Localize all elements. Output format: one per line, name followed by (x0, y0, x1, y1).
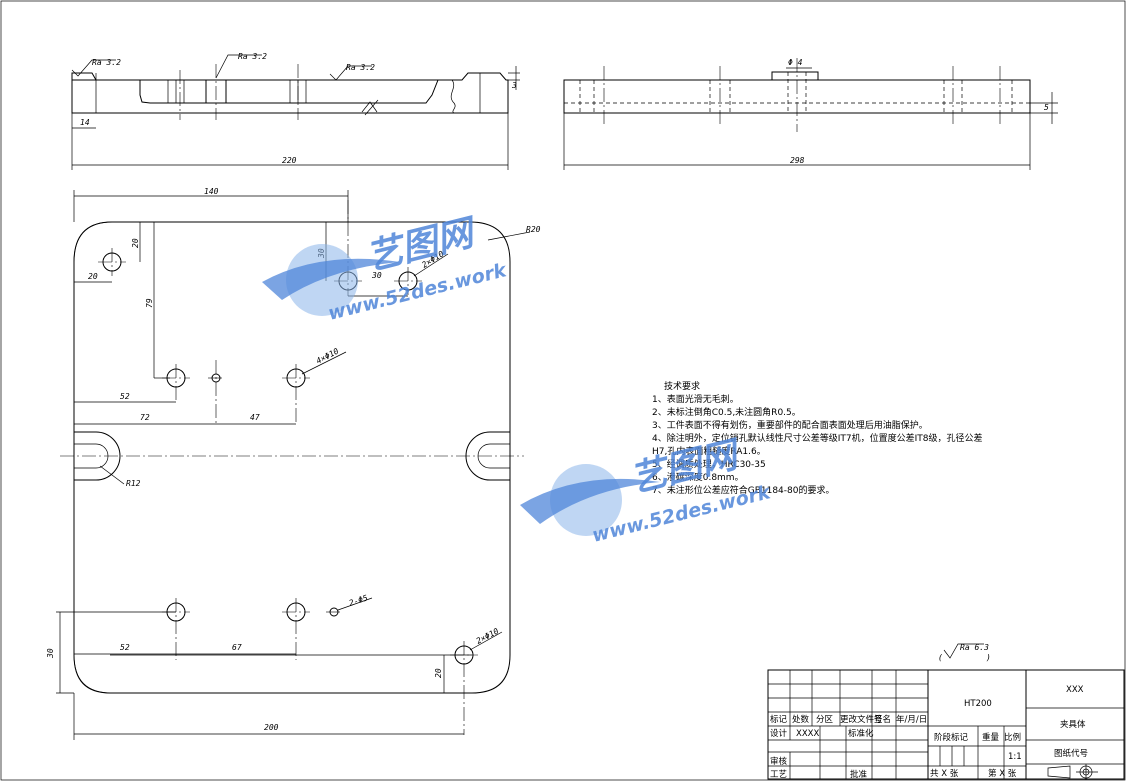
front-view: Ra 3.2 Ra 3.2 Ra 3.2 220 14 3 (71, 52, 520, 170)
dim-side-phi4: Φ 4 (788, 58, 803, 67)
callout-2x-phi10-bottom: 2×Φ10 (475, 626, 501, 645)
svg-text:阶段标记: 阶段标记 (934, 732, 969, 743)
note-1: 1、表面光滑无毛刺。 (652, 393, 739, 405)
dim-bottom-30: 30 (46, 648, 55, 659)
dim-top-30-horiz: 30 (371, 271, 382, 280)
svg-text:Ra 3.2: Ra 3.2 (346, 63, 375, 72)
svg-text:年/月/日: 年/月/日 (896, 714, 927, 725)
tb-part-name: 夹具体 (1060, 719, 1086, 730)
dim-side-298: 298 (790, 156, 805, 165)
tb-company: XXX (1066, 685, 1084, 695)
callout-4x-phi10: 4×Φ10 (315, 346, 341, 365)
hole-bottom-mid (282, 598, 310, 660)
callout-2-phi5: 2-Φ5 (348, 593, 369, 608)
svg-text:标记: 标记 (770, 714, 788, 725)
svg-text:工艺: 工艺 (770, 770, 787, 780)
svg-text:Ra 6.3: Ra 6.3 (960, 643, 989, 652)
dim-front-3: 3 (511, 81, 517, 90)
svg-text:): ) (986, 653, 991, 662)
dim-front-14: 14 (80, 118, 90, 127)
dim-bottom-200: 200 (264, 723, 279, 732)
side-view: Φ 4 298 5 (563, 58, 1058, 170)
svg-text:标准化: 标准化 (848, 728, 874, 739)
tb-material: HT200 (964, 699, 992, 709)
projection-symbol-icon (1047, 764, 1098, 780)
svg-text:设计: 设计 (770, 728, 788, 739)
dim-top-79: 79 (145, 298, 154, 308)
note-6: 6、渗碳深度0.8mm。 (652, 471, 744, 483)
dim-top-72: 72 (140, 413, 150, 422)
tb-scale: 1:1 (1008, 752, 1022, 762)
dim-bottom-52: 52 (120, 643, 130, 652)
svg-text:批准: 批准 (850, 769, 868, 780)
svg-text:比例: 比例 (1004, 732, 1021, 743)
svg-text:Ra 3.2: Ra 3.2 (238, 52, 267, 61)
dim-top-52: 52 (120, 392, 130, 401)
svg-text:重量: 重量 (982, 732, 1000, 743)
svg-text:审核: 审核 (770, 756, 788, 767)
note-3: 3、工件表面不得有划伤，重要部件的配合面表面处理后用油脂保护。 (652, 419, 928, 431)
hole-bottom-right (450, 641, 478, 735)
svg-text:(: ( (938, 653, 943, 662)
dim-top-47: 47 (250, 413, 260, 422)
svg-text:Ra 3.2: Ra 3.2 (92, 58, 121, 67)
hole-mid-left (162, 364, 190, 400)
dim-front-220: 220 (282, 156, 297, 165)
roughness-symbol-1: Ra 3.2 (71, 58, 121, 77)
title-block: HT200 XXX 夹具体 图纸代号 标记 处数 分区 更改文件号 签名 年/月… (767, 669, 1125, 780)
note-4: 4、除注明外，定位销孔默认线性尺寸公差等级IT7机，位置度公差IT8级，孔径公差 (652, 432, 982, 444)
svg-text:分区: 分区 (816, 715, 834, 725)
hole-mid-right (282, 364, 310, 425)
hole-mid-small (208, 360, 224, 425)
hole-top-left (98, 248, 126, 276)
svg-text:共 X 张: 共 X 张 (930, 769, 959, 779)
roughness-symbol-2: Ra 3.2 (215, 52, 267, 79)
note-2: 2、未标注倒角C0.5,未注圆角R0.5。 (652, 406, 801, 418)
svg-text:XXXX: XXXX (796, 729, 819, 739)
general-roughness: ( Ra 6.3 ) (938, 643, 991, 662)
svg-text:处数: 处数 (792, 714, 810, 725)
hole-bottom-left (162, 598, 190, 660)
dim-bottom-67: 67 (232, 643, 242, 652)
hole-top-right (394, 267, 422, 295)
note-7: 7、未注形位公差应符合GB1184-80的要求。 (652, 484, 834, 496)
hole-bottom-small (326, 607, 342, 617)
dim-top-20-vert: 20 (131, 238, 140, 248)
svg-text:签名: 签名 (874, 714, 891, 725)
dim-top-20-horiz: 20 (88, 272, 98, 281)
technical-requirements: 技术要求 1、表面光滑无毛刺。 2、未标注倒角C0.5,未注圆角R0.5。 3、… (652, 380, 982, 496)
dim-bottom-20: 20 (434, 668, 443, 678)
dim-top-140: 140 (204, 187, 219, 196)
svg-text:第 X 张: 第 X 张 (988, 768, 1017, 779)
dim-top-r20: R20 (526, 225, 541, 234)
note-5: 5、经调质处理，HRC30-35 (652, 458, 766, 470)
notes-title: 技术要求 (664, 380, 700, 392)
watermark-upper: 艺图网 www.52des.work (262, 212, 510, 325)
note-4b: H7,孔内表面粗糙度RA1.6。 (652, 445, 766, 457)
tb-drawing-no-label: 图纸代号 (1054, 748, 1088, 759)
roughness-symbol-3: Ra 3.2 (329, 63, 375, 81)
dim-side-5: 5 (1044, 103, 1049, 112)
svg-text:更改文件号: 更改文件号 (840, 714, 883, 725)
dim-top-r12: R12 (126, 479, 141, 488)
